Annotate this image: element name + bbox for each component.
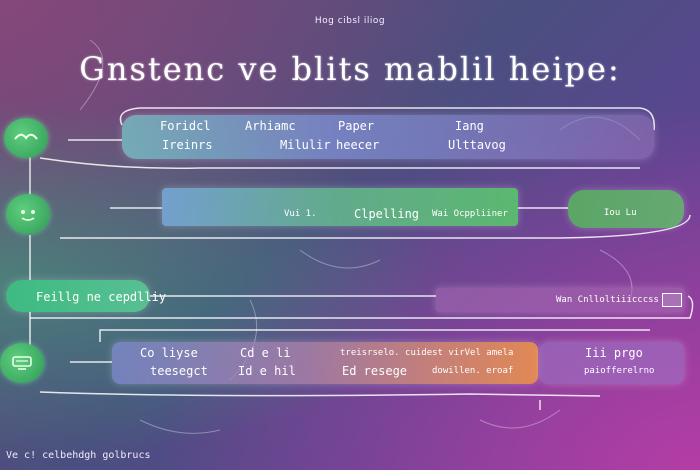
header-micro-title: Hog cibsl iliog xyxy=(314,16,386,26)
row1-top-label-3: Paper xyxy=(338,119,375,133)
row3-side-bar xyxy=(436,288,684,312)
row2-label-2: Clpelling xyxy=(354,207,420,221)
row1-bar xyxy=(122,115,654,159)
page-title: Gnstenc ve blits mablil heipe: xyxy=(79,50,621,88)
row2-bar xyxy=(162,188,518,226)
row4-bottom-label-3: Ed resege xyxy=(342,364,408,378)
row1-bottom-label-4: Ulttavog xyxy=(448,138,506,152)
row3-side-box xyxy=(662,293,682,307)
row1-top-label-1: Foridcl xyxy=(160,119,211,133)
row4-top-label-3: treisrselo. cuidest virVel amela xyxy=(340,348,514,358)
row4-bottom-label-4: dowillen. eroaf xyxy=(432,366,514,376)
row1-bottom-label-3: heecer xyxy=(336,138,380,152)
row1-bottom-label-1: Ireinrs xyxy=(162,138,213,152)
row4-bottom-label-2: Id e hil xyxy=(238,364,296,378)
row2-side-bar xyxy=(568,190,684,228)
row4-bottom-label-1: teesegct xyxy=(150,364,208,378)
row4-top-label-1: Co liyse xyxy=(140,346,198,360)
row1-top-label-2: Arhiamc xyxy=(245,119,296,133)
row3-pill-label: Feillg ne cepdlliy xyxy=(36,290,167,304)
row1-bottom-label-2: Milulir xyxy=(280,138,331,152)
row1-top-label-4: Iang xyxy=(455,119,484,133)
row2-side-label: Iou Lu xyxy=(604,208,637,218)
row4-bottom-label-5: paiofferelrno xyxy=(584,366,655,376)
monitor-icon xyxy=(0,343,44,383)
bird-icon xyxy=(4,118,48,158)
row2-label-3: Wai Ocppliiner xyxy=(432,209,508,219)
row4-top-label-2: Cd e li xyxy=(240,346,291,360)
face-icon xyxy=(6,194,50,234)
row4-side-bar xyxy=(540,342,684,384)
row3-pill xyxy=(6,280,150,312)
row4-top-label-4: Iii prgo xyxy=(585,346,643,360)
row2-label-1: Vui 1. xyxy=(284,209,317,219)
footer-text: Ve c! celbehdgh golbrucs xyxy=(6,450,151,461)
row4-bar xyxy=(112,342,538,384)
row3-side-label: Wan Cnlloltiiicccss xyxy=(556,295,659,305)
